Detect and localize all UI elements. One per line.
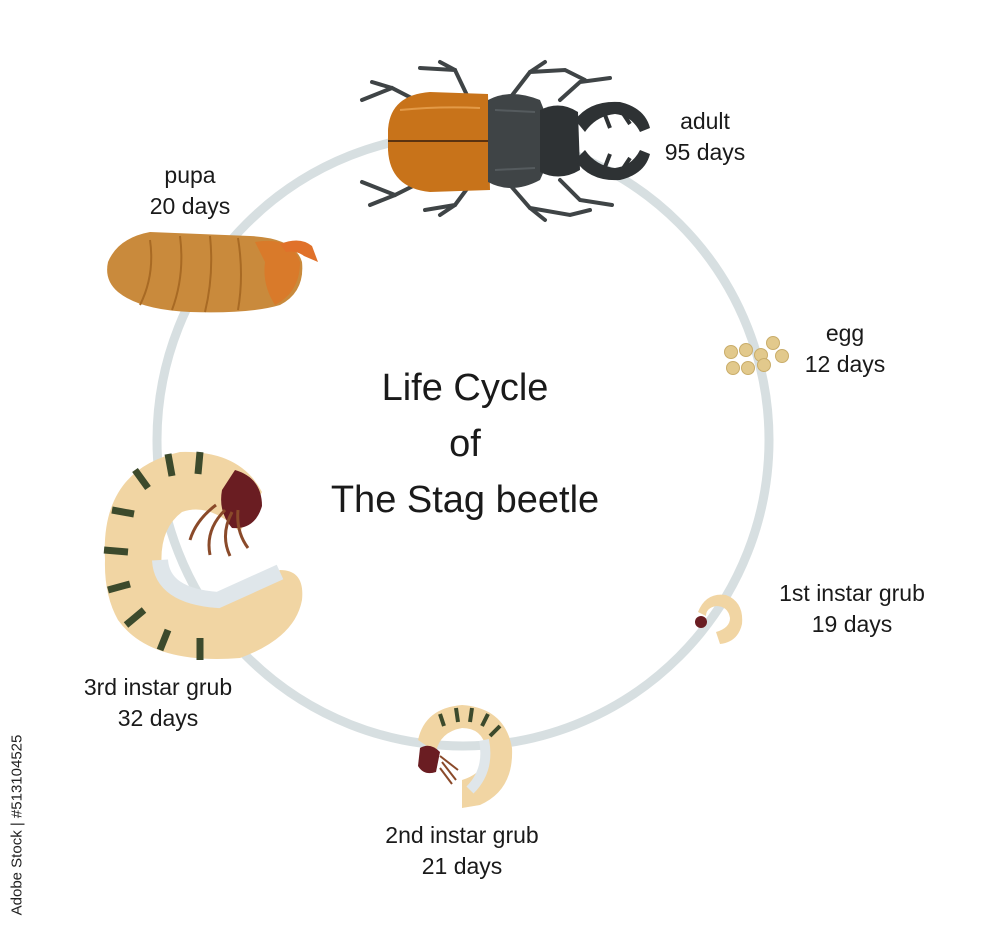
second-instar-grub-illustration xyxy=(418,705,513,808)
first-instar-label: 1st instar grub 19 days xyxy=(752,578,952,640)
third-instar-stage-name: 3rd instar grub xyxy=(83,674,233,700)
adult-stage-duration: 95 days xyxy=(664,139,746,165)
adult-stage-name: adult xyxy=(680,108,730,134)
second-instar-stage-name: 2nd instar grub xyxy=(385,822,539,848)
first-instar-stage-duration: 19 days xyxy=(811,611,893,637)
egg-cluster-illustration xyxy=(724,336,789,375)
first-instar-stage-name: 1st instar grub xyxy=(779,580,925,606)
third-instar-grub-illustration xyxy=(103,451,303,660)
third-instar-stage-duration: 32 days xyxy=(117,705,199,731)
stock-id-watermark: Adobe Stock | #513104525 xyxy=(2,720,32,930)
egg-stage-duration: 12 days xyxy=(804,351,886,377)
pupa-stage-name: pupa xyxy=(164,162,216,188)
pupa-label: pupa 20 days xyxy=(135,160,245,222)
second-instar-label: 2nd instar grub 21 days xyxy=(362,820,562,882)
first-instar-grub-illustration xyxy=(695,594,743,644)
second-instar-stage-duration: 21 days xyxy=(421,853,503,879)
title-line-1: Life Cycle xyxy=(381,367,549,409)
third-instar-label: 3rd instar grub 32 days xyxy=(58,672,258,734)
egg-stage-name: egg xyxy=(825,320,865,346)
egg-label: egg 12 days xyxy=(790,318,900,380)
pupa-illustration xyxy=(107,232,318,313)
adult-beetle-illustration xyxy=(360,60,650,222)
title-line-2: of xyxy=(449,423,481,465)
diagram-title: Life Cycle of The Stag beetle xyxy=(300,360,630,528)
adult-label: adult 95 days xyxy=(650,106,760,168)
title-line-3: The Stag beetle xyxy=(330,479,600,521)
pupa-stage-duration: 20 days xyxy=(149,193,231,219)
stock-id-text: Adobe Stock | #513104525 xyxy=(8,734,26,916)
